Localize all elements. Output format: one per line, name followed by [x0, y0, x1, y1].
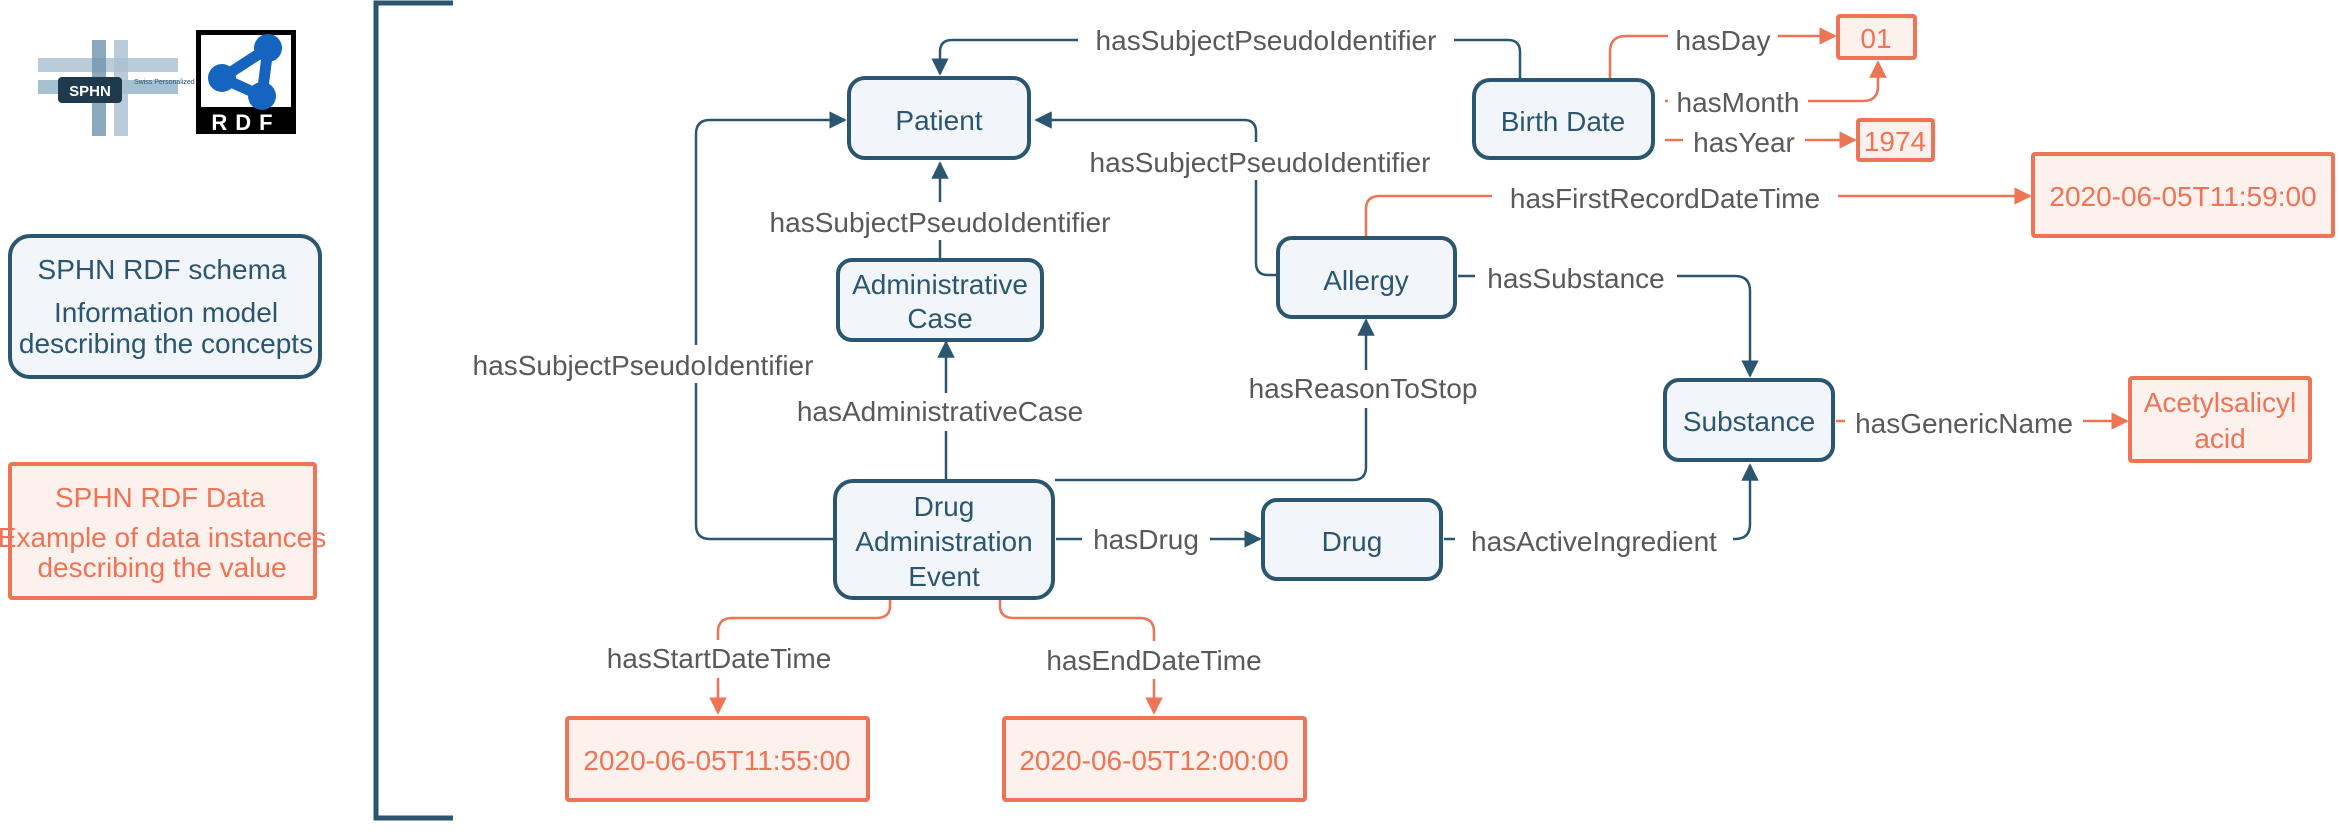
node-drug[interactable]: Drug: [1261, 498, 1443, 581]
node-substance[interactable]: Substance: [1663, 378, 1835, 462]
value-day[interactable]: 01: [1836, 14, 1917, 60]
svg-text:2020-06-05T11:55:00: 2020-06-05T11:55:00: [583, 745, 850, 776]
legend-data-title: SPHN RDF Data: [55, 482, 265, 513]
diagram-bracket: [373, 0, 453, 821]
edge-has-active-ingredient: [1444, 463, 1759, 541]
label-dae-subject: hasSubjectPseudoIdentifier: [455, 345, 831, 383]
label-has-administrative-case: hasAdministrativeCase: [782, 393, 1102, 431]
svg-text:hasActiveIngredient: hasActiveIngredient: [1471, 526, 1717, 557]
svg-text:Administrative: Administrative: [852, 269, 1028, 300]
svg-text:Substance: Substance: [1683, 406, 1815, 437]
sphn-logo-tagline: Swiss Personalized Health Network: [134, 79, 245, 86]
svg-text:Birth Date: Birth Date: [1501, 106, 1626, 137]
svg-text:Patient: Patient: [895, 105, 982, 136]
label-admin-subject: hasSubjectPseudoIdentifier: [752, 202, 1128, 240]
svg-text:Event: Event: [908, 561, 980, 592]
svg-text:hasDrug: hasDrug: [1093, 524, 1199, 555]
label-has-start: hasStartDateTime: [594, 640, 844, 678]
rdf-logo-label: RDF: [211, 110, 280, 135]
label-allergy-subject: hasSubjectPseudoIdentifier: [1075, 142, 1445, 180]
edge-has-end: [998, 600, 1163, 715]
label-has-substance: hasSubstance: [1475, 258, 1677, 296]
svg-text:hasSubstance: hasSubstance: [1487, 263, 1664, 294]
node-drug-administration-event[interactable]: Drug Administration Event: [833, 479, 1055, 600]
sphn-logo-label: SPHN: [69, 83, 111, 100]
svg-text:Drug: Drug: [1322, 526, 1383, 557]
svg-text:1974: 1974: [1864, 126, 1926, 157]
label-has-first-record: hasFirstRecordDateTime: [1492, 178, 1838, 216]
svg-text:hasYear: hasYear: [1693, 127, 1795, 158]
edge-has-day: [1608, 27, 1837, 78]
svg-text:acid: acid: [2194, 423, 2245, 454]
label-has-reason-to-stop: hasReasonToStop: [1235, 370, 1491, 408]
edge-has-first-record: [1364, 187, 2032, 236]
svg-text:hasEndDateTime: hasEndDateTime: [1046, 645, 1261, 676]
label-has-year: hasYear: [1683, 122, 1805, 160]
svg-text:hasSubjectPseudoIdentifier: hasSubjectPseudoIdentifier: [770, 207, 1111, 238]
legend-schema-box: SPHN RDF schema Information model descri…: [8, 234, 322, 379]
svg-text:hasFirstRecordDateTime: hasFirstRecordDateTime: [1510, 183, 1820, 214]
svg-text:hasReasonToStop: hasReasonToStop: [1249, 373, 1478, 404]
svg-text:Case: Case: [907, 303, 972, 334]
legend-schema-line1: Information model: [54, 297, 278, 328]
node-birth-date[interactable]: Birth Date: [1472, 78, 1655, 160]
node-administrative-case[interactable]: Administrative Case: [836, 258, 1044, 342]
node-allergy[interactable]: Allergy: [1276, 236, 1457, 319]
label-has-day: hasDay: [1668, 18, 1778, 56]
value-generic-name[interactable]: Acetylsalicyl acid: [2128, 376, 2312, 463]
legend-data-box: SPHN RDF Data Example of data instances …: [0, 462, 326, 600]
svg-text:hasGenericName: hasGenericName: [1855, 408, 2073, 439]
svg-text:hasAdministrativeCase: hasAdministrativeCase: [797, 396, 1083, 427]
svg-text:Allergy: Allergy: [1323, 265, 1409, 296]
label-has-month: hasMonth: [1668, 83, 1808, 121]
edge-has-month: [1665, 60, 1887, 103]
edge-allergy-patient: [1034, 111, 1278, 277]
value-first-record-datetime[interactable]: 2020-06-05T11:59:00: [2031, 152, 2335, 238]
svg-text:2020-06-05T12:00:00: 2020-06-05T12:00:00: [1019, 745, 1288, 776]
edge-has-start: [709, 600, 892, 715]
value-start-datetime[interactable]: 2020-06-05T11:55:00: [565, 716, 870, 802]
label-has-generic-name: hasGenericName: [1845, 403, 2083, 441]
label-has-active-ingredient: hasActiveIngredient: [1455, 521, 1733, 559]
legend-schema-line2: describing the concepts: [19, 328, 313, 359]
legend-data-line2: describing the value: [37, 552, 286, 583]
svg-text:Acetylsalicyl: Acetylsalicyl: [2144, 387, 2296, 418]
label-has-drug: hasDrug: [1082, 521, 1210, 559]
edge-dae-patient: [694, 111, 847, 541]
edge-has-substance: [1458, 274, 1759, 378]
svg-text:hasDay: hasDay: [1676, 25, 1771, 56]
svg-text:Drug: Drug: [914, 491, 975, 522]
svg-text:Administration: Administration: [855, 526, 1032, 557]
label-has-end: hasEndDateTime: [1036, 641, 1272, 679]
label-birthdate-subject: hasSubjectPseudoIdentifier: [1078, 20, 1454, 58]
svg-text:hasSubjectPseudoIdentifier: hasSubjectPseudoIdentifier: [473, 350, 814, 381]
sphn-logo: SPHN Swiss Personalized Health Network: [38, 40, 245, 136]
svg-text:2020-06-05T11:59:00: 2020-06-05T11:59:00: [2049, 181, 2316, 212]
svg-text:01: 01: [1860, 23, 1891, 54]
legend-schema-title: SPHN RDF schema: [38, 254, 287, 285]
legend-data-line1: Example of data instances: [0, 522, 326, 553]
node-patient[interactable]: Patient: [847, 76, 1031, 160]
rdf-logo: RDF: [196, 30, 296, 135]
svg-text:hasMonth: hasMonth: [1677, 87, 1800, 118]
svg-text:hasSubjectPseudoIdentifier: hasSubjectPseudoIdentifier: [1090, 147, 1431, 178]
svg-text:hasStartDateTime: hasStartDateTime: [607, 643, 832, 674]
edge-has-reason-to-stop: [1055, 318, 1375, 482]
value-end-datetime[interactable]: 2020-06-05T12:00:00: [1002, 716, 1307, 802]
value-year[interactable]: 1974: [1856, 118, 1935, 162]
svg-text:hasSubjectPseudoIdentifier: hasSubjectPseudoIdentifier: [1096, 25, 1437, 56]
